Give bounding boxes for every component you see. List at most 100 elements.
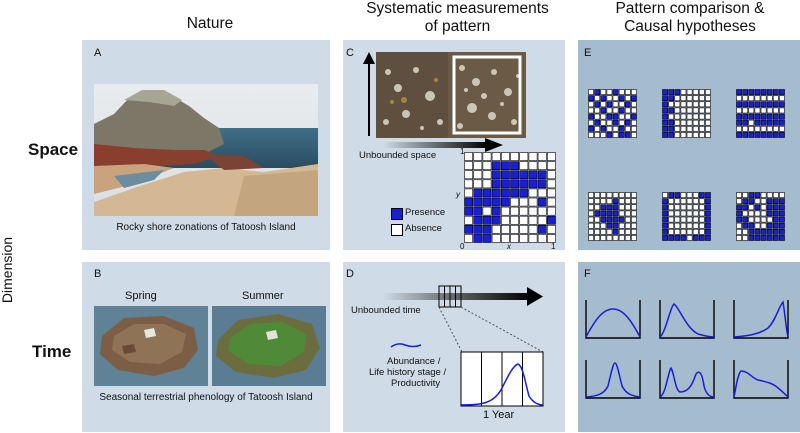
grid-cell-presence [606, 132, 613, 138]
grid-cell-absence [742, 228, 749, 235]
grid-cell-absence [482, 152, 492, 161]
grid-cell-presence [766, 210, 773, 217]
grid-cell-absence [519, 197, 529, 207]
grid-cell-absence [692, 95, 699, 102]
grid-cell-presence [760, 119, 767, 126]
grid-cell-presence [612, 198, 619, 205]
grid-cell-absence [588, 192, 594, 198]
grid-cell-absence [736, 192, 742, 198]
grid-cell-absence [612, 132, 619, 138]
grid-cell-absence [686, 235, 693, 241]
column-header-nature: Nature [150, 15, 270, 33]
grid-cell-presence [766, 204, 773, 211]
grid-cell-presence [736, 101, 742, 108]
panel-c: C Unbounded space 1 y [343, 40, 565, 251]
grid-cell-absence [600, 235, 607, 241]
curve-narrow [585, 362, 641, 398]
presence-absence-grid [464, 152, 556, 243]
grid-axis-x: x [507, 242, 511, 251]
legend-abundance-line1: Abundance / [387, 356, 441, 367]
grid-cell-absence [760, 204, 767, 211]
grid-cell-absence [698, 228, 705, 235]
grid-cell-presence [606, 101, 613, 108]
grid-cell-presence [766, 113, 773, 120]
abundance-curve [460, 363, 544, 406]
grid-cell-presence [748, 132, 755, 138]
grid-cell-absence [754, 95, 761, 102]
grid-cell-absence [686, 89, 693, 95]
grid-cell-absence [606, 95, 613, 102]
grid-cell-presence [612, 216, 619, 223]
grid-cell-absence [698, 101, 705, 108]
grid-cell-absence [674, 216, 681, 223]
grid-cell-presence [736, 113, 742, 120]
grid-cell-presence [510, 161, 519, 171]
grid-cell-absence [510, 206, 519, 216]
grid-cell-presence [772, 198, 779, 205]
grid-cell-presence [606, 113, 613, 120]
grid-cell-absence [692, 228, 699, 235]
grid-cell-presence [742, 89, 749, 95]
grid-cell-presence [668, 89, 675, 95]
grid-cell-presence [736, 119, 742, 126]
grid-cell-absence [631, 235, 637, 241]
grid-cell-absence [588, 222, 594, 229]
grid-cell-absence [705, 125, 711, 132]
grid-cell-presence [491, 206, 501, 216]
grid-cell-presence [606, 216, 613, 223]
grid-cell-presence [674, 89, 681, 95]
grid-cell-absence [482, 179, 492, 189]
grid-cell-presence [510, 170, 519, 180]
grid-cell-absence [686, 216, 693, 223]
grid-cell-presence [779, 113, 785, 120]
summer-island-photo [212, 306, 326, 386]
grid-cell-absence [594, 228, 601, 235]
column-header-comparison: Pattern comparison & Causal hypotheses [580, 0, 800, 36]
grid-cell-absence [624, 228, 631, 235]
grid-cell-absence [686, 132, 693, 138]
pattern-grid-random [588, 89, 637, 138]
grid-cell-absence [779, 125, 785, 132]
grid-cell-presence [464, 197, 473, 207]
grid-cell-absence [537, 188, 547, 198]
grid-cell-absence [612, 235, 619, 241]
grid-cell-absence [500, 206, 510, 216]
grid-cell-presence [662, 125, 668, 132]
grid-cell-absence [624, 204, 631, 211]
grid-cell-absence [779, 192, 785, 198]
grid-cell-presence [772, 216, 779, 223]
grid-cell-absence [624, 95, 631, 102]
grid-cell-presence [766, 119, 773, 126]
grid-cell-absence [500, 215, 510, 225]
grid-cell-presence [662, 113, 668, 120]
grid-cell-absence [705, 89, 711, 95]
grid-cell-presence [473, 225, 483, 234]
panel-a-caption: Rocky shore zonations of Tatoosh Island [116, 222, 296, 233]
grid-cell-absence [680, 216, 687, 223]
grid-cell-presence [482, 234, 492, 243]
grid-cell-absence [692, 89, 699, 95]
grid-cell-presence [772, 101, 779, 108]
grid-cell-presence [772, 132, 779, 138]
grid-cell-presence [618, 107, 625, 114]
grid-cell-absence [624, 210, 631, 217]
grid-cell-absence [519, 234, 529, 243]
grid-cell-presence [612, 210, 619, 217]
grid-cell-absence [537, 206, 547, 216]
grid-cell-presence [772, 235, 779, 241]
legend-presence-label: Presence [405, 207, 446, 218]
grid-cell-presence [760, 113, 767, 120]
grid-cell-presence [779, 119, 785, 126]
distribution-curves [585, 300, 789, 399]
grid-cell-presence [779, 132, 785, 138]
panel-d-label: D [346, 268, 354, 280]
grid-cell-absence [528, 161, 538, 171]
unbounded-space-label: Unbounded space [359, 150, 437, 161]
grid-cell-absence [748, 119, 755, 126]
grid-cell-presence [772, 113, 779, 120]
grid-cell-presence [662, 101, 668, 108]
grid-axis-y: y [456, 190, 460, 199]
column-header-systematic: Systematic measurements of pattern [335, 0, 580, 36]
curve-left-skew [659, 303, 715, 338]
grid-cell-absence [606, 107, 613, 114]
